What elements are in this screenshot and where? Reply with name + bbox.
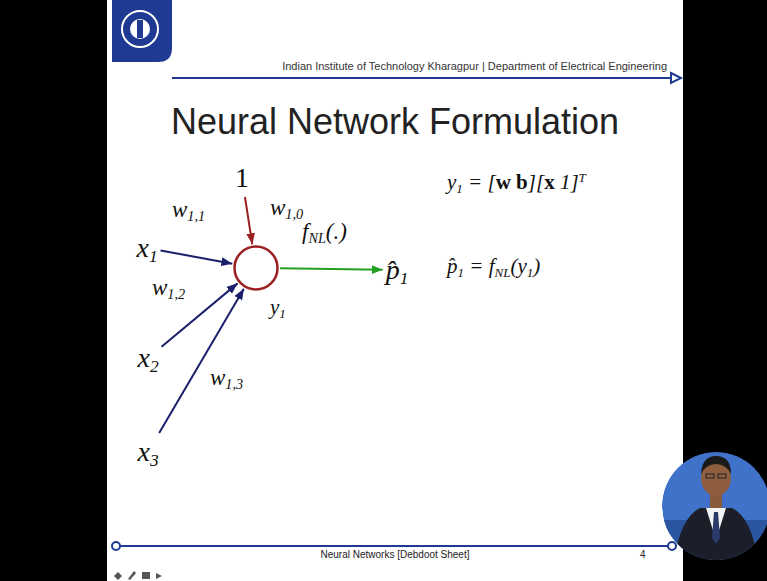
subscript: NL <box>308 230 325 246</box>
neuron-outline <box>235 247 278 290</box>
neuron-circle <box>233 245 279 291</box>
subscript: 1 <box>279 306 286 321</box>
bold-symbol: w <box>496 170 511 194</box>
input-variable: x3 <box>137 436 158 468</box>
variable-label: p̂1 <box>386 256 409 284</box>
connector-arrow <box>162 283 238 346</box>
subscript: 1 <box>149 247 158 266</box>
input-variable: x2 <box>137 342 158 374</box>
subscript: 1 <box>527 265 534 280</box>
subscript: 2 <box>150 357 159 376</box>
bold-symbol: b <box>516 170 528 194</box>
footer-text: Neural Networks [Debdoot Sheet] <box>321 550 470 560</box>
page-number: 4 <box>640 550 646 560</box>
weight-label: w1,0 <box>268 196 305 219</box>
equation: p̂1 = fNL(y1) <box>447 256 540 277</box>
weight-label: w1,3 <box>208 366 245 389</box>
subscript: 1 <box>458 265 465 280</box>
activation-label: fNL(.) <box>300 220 349 243</box>
weight-label: w1,1 <box>170 198 207 221</box>
connector-arrow <box>245 197 252 244</box>
neuron-node: y1 <box>233 245 279 291</box>
connector-arrow <box>159 289 244 433</box>
subscript: 1,2 <box>167 286 185 302</box>
footer-rule <box>112 542 676 550</box>
subscript: 3 <box>150 451 159 470</box>
subscript: 1,3 <box>225 376 243 392</box>
subscript: 1,1 <box>187 208 205 224</box>
superscript: T <box>579 170 586 185</box>
variable-label: 1 <box>235 164 249 192</box>
bold-symbol: x <box>544 170 555 194</box>
neuron-output-label: y1 <box>269 297 287 318</box>
output-variable: p̂1 <box>386 254 409 286</box>
variable-label: x3 <box>137 438 158 466</box>
bias-input: 1 <box>235 162 249 194</box>
equation: y1 = [w b][x 1]T <box>447 172 586 193</box>
slide-title: Neural Network Formulation <box>171 104 619 140</box>
presenter-video <box>650 452 767 581</box>
variable-label: x2 <box>137 344 158 372</box>
header-rule <box>172 73 681 83</box>
subscript: 1 <box>456 181 463 196</box>
header-text: Indian Institute of Technology Kharagpur… <box>282 61 667 72</box>
connector-arrow <box>161 250 233 263</box>
institute-logo <box>112 0 172 62</box>
subscript: NL <box>495 265 511 280</box>
slide-page <box>107 0 683 581</box>
subscript: 1 <box>400 269 409 288</box>
weight-label: w1,2 <box>150 276 187 299</box>
nav-icons <box>114 571 162 580</box>
variable-label: x1 <box>136 234 157 262</box>
input-variable: x1 <box>136 232 157 264</box>
connector-arrow <box>280 268 383 269</box>
